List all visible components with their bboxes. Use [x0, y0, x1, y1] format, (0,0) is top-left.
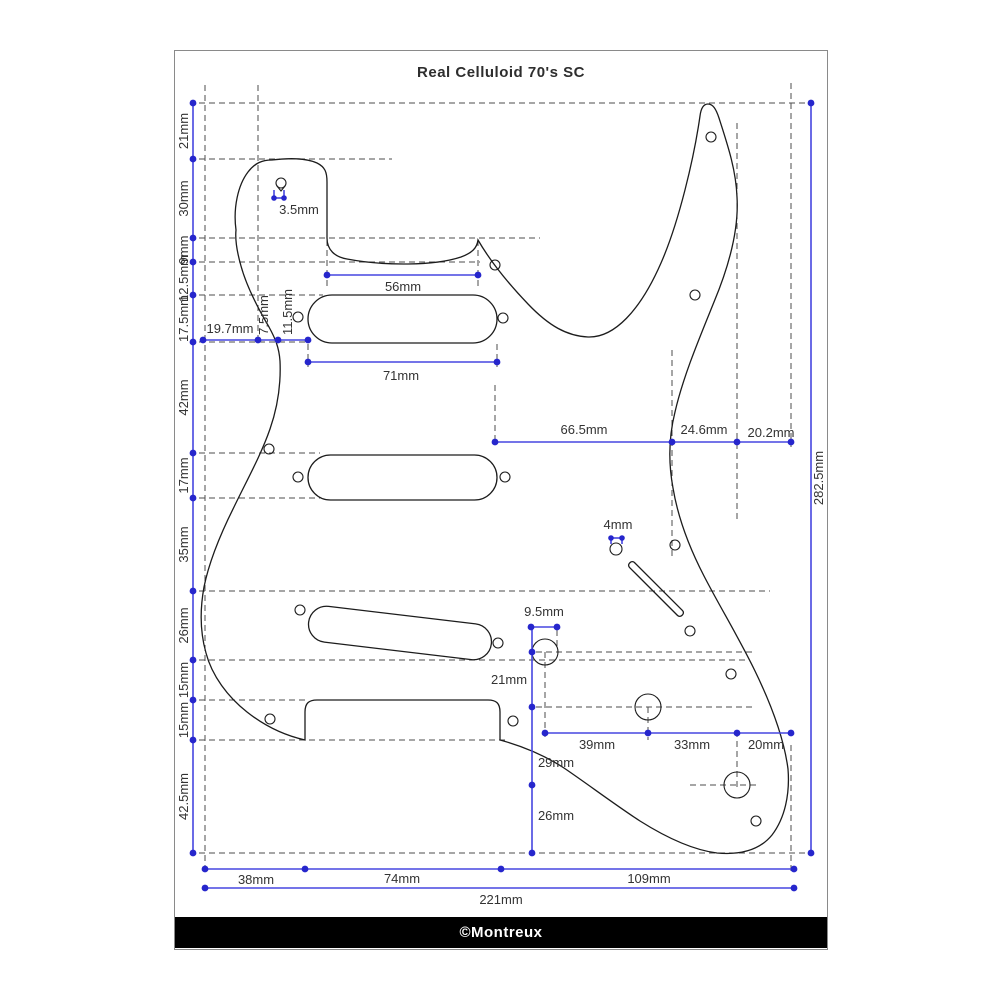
dimension-nodes: [189, 99, 815, 892]
dim-label: 35mm: [176, 526, 191, 562]
dimension-labels: 21mm 30mm 9mm 12.5mm 17.5mm 42mm 17mm 35…: [176, 113, 826, 907]
brand-logo-text: ©Montreux: [459, 924, 543, 941]
dim-label: 74mm: [384, 871, 420, 886]
middle-pickup-cutout: [307, 454, 498, 501]
dim-label: 109mm: [627, 871, 670, 886]
dim-label: 17.5mm: [176, 295, 191, 342]
dim-label: 24.6mm: [681, 422, 728, 437]
dim-label: 39mm: [579, 737, 615, 752]
footer-bar: ©Montreux: [175, 917, 827, 948]
dim-label: 20mm: [748, 737, 784, 752]
dim-label: 21mm: [491, 672, 527, 687]
drawing-title: Real Celluloid 70's SC: [417, 64, 585, 81]
switch-slot: [627, 560, 685, 618]
dim-label: 26mm: [176, 607, 191, 643]
dim-label: 15mm: [176, 662, 191, 698]
dim-label: 3.5mm: [279, 202, 319, 217]
horn-screw-hole: [275, 177, 287, 189]
dim-label: 66.5mm: [561, 422, 608, 437]
dim-label: 30mm: [176, 180, 191, 216]
dim-label: 26mm: [538, 808, 574, 823]
dim-label: 4mm: [604, 517, 633, 532]
dim-label: 56mm: [385, 279, 421, 294]
switch-screw-hole: [609, 542, 623, 556]
dim-label: 282.5mm: [811, 451, 826, 505]
dim-label: 17mm: [176, 457, 191, 493]
cutouts: [307, 294, 685, 661]
dim-label: 221mm: [479, 892, 522, 907]
dim-label: 33mm: [674, 737, 710, 752]
neck-pickup-cutout: [307, 294, 498, 344]
dim-label: 20.2mm: [748, 425, 795, 440]
dim-label: 9.5mm: [524, 604, 564, 619]
dim-label: 9mm: [176, 236, 191, 265]
dim-label: 11.5mm: [280, 289, 295, 335]
dim-label: 71mm: [383, 368, 419, 383]
pot-hole-tone2: [723, 771, 751, 799]
dimension-lines: [192, 103, 812, 889]
pot-hole-tone1: [634, 693, 662, 721]
dim-label: 38mm: [238, 872, 274, 887]
dim-label: 21mm: [176, 113, 191, 149]
dim-label: 7.5mm: [256, 295, 271, 335]
holes: [263, 131, 762, 827]
pickguard-outline: [200, 103, 790, 855]
dim-label: 15mm: [176, 702, 191, 738]
dim-label: 29mm: [538, 755, 574, 770]
bridge-pickup-cutout: [307, 605, 493, 661]
dim-label: 12.5mm: [176, 255, 191, 302]
dim-label: 42.5mm: [176, 773, 191, 820]
dim-label: 42mm: [176, 379, 191, 415]
dim-label: 19.7mm: [207, 321, 254, 336]
